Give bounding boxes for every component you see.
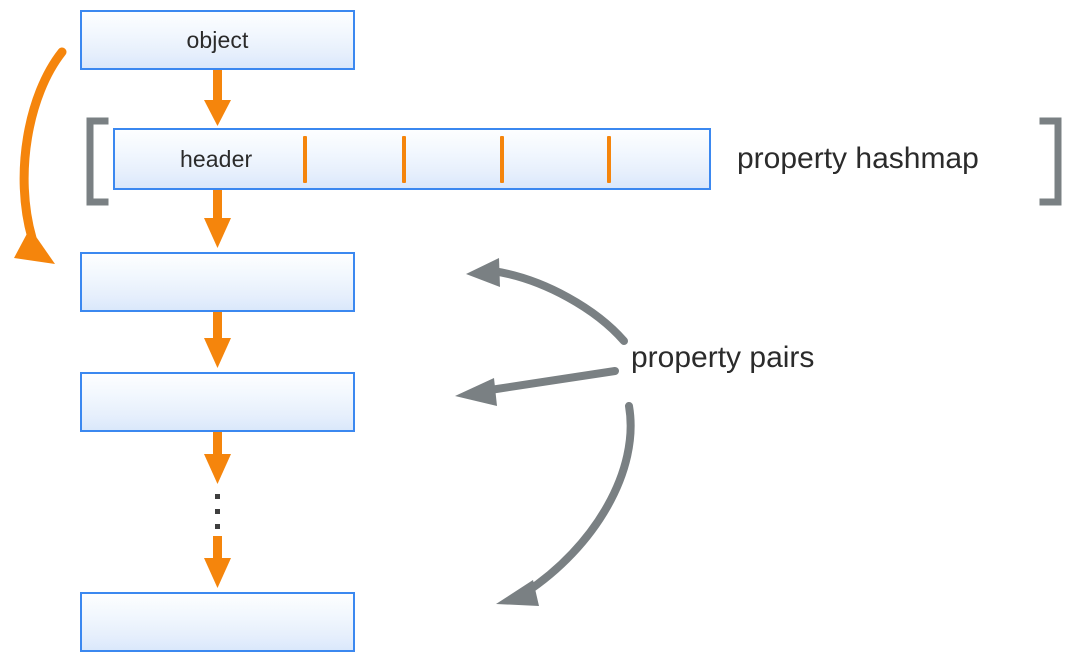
gray-pointer-upper-icon (466, 258, 628, 345)
orange-arrow-pair1-to-pair2-icon (204, 312, 231, 368)
orange-arrow-ellipsis-to-last-icon (204, 536, 231, 588)
right-bracket-icon (1039, 117, 1062, 206)
left-bracket-icon (86, 117, 109, 206)
header-slot-divider-4 (607, 136, 611, 183)
header-box-label: header (180, 145, 253, 172)
ellipsis-dot-2 (215, 509, 220, 514)
object-box-label: object (186, 26, 249, 53)
gray-pointer-middle-icon (455, 367, 619, 406)
property-hashmap-caption: property hashmap (737, 142, 979, 175)
header-slot-divider-2 (402, 136, 406, 183)
header-box[interactable]: header (113, 128, 711, 190)
object-box[interactable]: object (80, 10, 355, 70)
ellipsis-dot-1 (215, 494, 220, 499)
orange-arrow-header-to-pair1-icon (204, 190, 231, 248)
orange-arrow-pair2-to-ellipsis-icon (204, 432, 231, 484)
header-slot-divider-1 (303, 136, 307, 183)
ellipsis-dot-3 (215, 524, 220, 529)
property-pair-box-2[interactable] (80, 372, 355, 432)
orange-arrow-object-to-header-icon (204, 70, 231, 126)
gray-pointer-lower-icon (496, 402, 635, 606)
property-pair-box-last[interactable] (80, 592, 355, 652)
property-pairs-caption: property pairs (631, 341, 815, 374)
property-pair-box-1[interactable] (80, 252, 355, 312)
header-slot-divider-3 (500, 136, 504, 183)
orange-curved-arrow-icon (14, 47, 67, 264)
